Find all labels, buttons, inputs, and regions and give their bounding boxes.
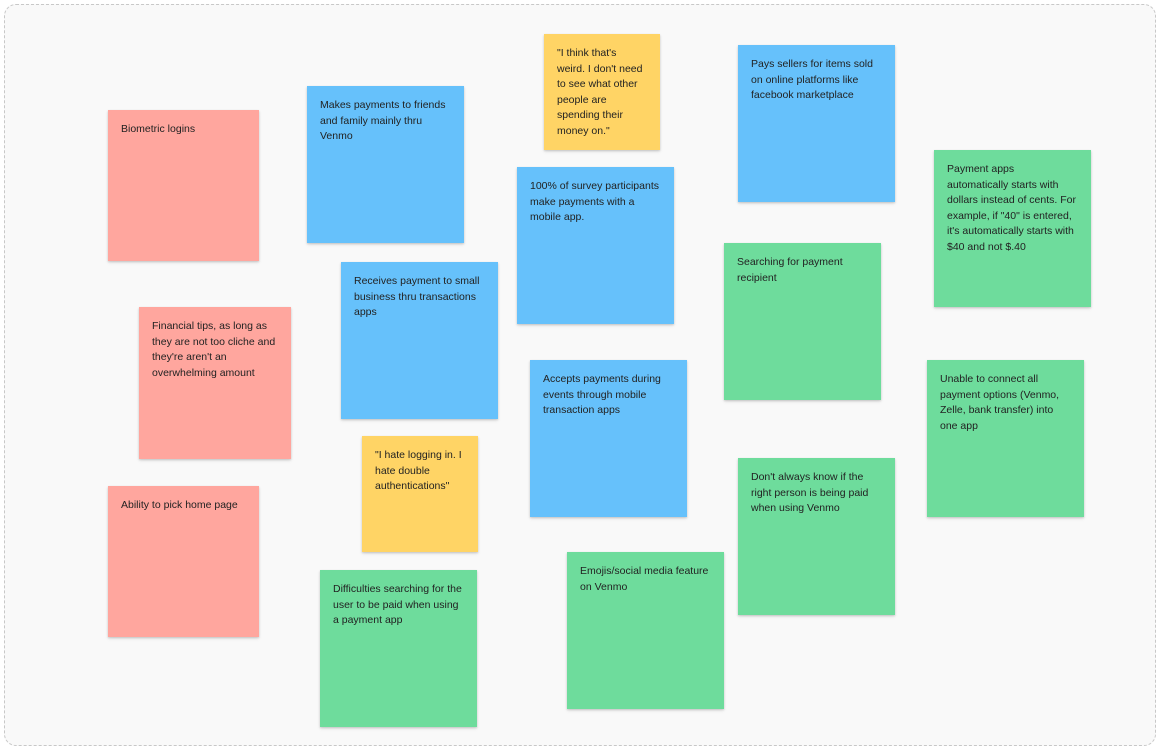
sticky-note-text: Difficulties searching for the user to b… <box>333 583 462 626</box>
sticky-note-text: Biometric logins <box>121 123 196 135</box>
sticky-note-searching-recipient[interactable]: Searching for payment recipient <box>724 243 881 400</box>
sticky-note-text: Searching for payment recipient <box>737 256 843 284</box>
sticky-note-text: Financial tips, as long as they are not … <box>152 320 276 379</box>
sticky-note-receives-small-business[interactable]: Receives payment to small business thru … <box>341 262 498 419</box>
sticky-note-text: "I think that's weird. I don't need to s… <box>557 47 643 137</box>
sticky-note-quote-logging[interactable]: "I hate logging in. I hate double authen… <box>362 436 478 552</box>
sticky-note-accepts-events[interactable]: Accepts payments during events through m… <box>530 360 687 517</box>
sticky-note-text: Receives payment to small business thru … <box>354 275 480 318</box>
sticky-note-text: Don't always know if the right person is… <box>751 471 869 514</box>
sticky-note-dollars-cents[interactable]: Payment apps automatically starts with d… <box>934 150 1091 307</box>
sticky-note-right-person[interactable]: Don't always know if the right person is… <box>738 458 895 615</box>
sticky-note-text: Ability to pick home page <box>121 499 238 511</box>
sticky-note-difficulties-searching[interactable]: Difficulties searching for the user to b… <box>320 570 477 727</box>
sticky-note-text: Unable to connect all payment options (V… <box>940 373 1060 432</box>
sticky-note-biometric-logins[interactable]: Biometric logins <box>108 110 259 261</box>
sticky-note-emojis-social[interactable]: Emojis/social media feature on Venmo <box>567 552 724 709</box>
sticky-note-text: Emojis/social media feature on Venmo <box>580 565 709 593</box>
sticky-note-pick-home-page[interactable]: Ability to pick home page <box>108 486 259 637</box>
sticky-note-financial-tips[interactable]: Financial tips, as long as they are not … <box>139 307 291 459</box>
sticky-note-text: "I hate logging in. I hate double authen… <box>375 449 462 492</box>
sticky-note-pays-sellers[interactable]: Pays sellers for items sold on online pl… <box>738 45 895 202</box>
sticky-note-survey-participants[interactable]: 100% of survey participants make payment… <box>517 167 674 324</box>
sticky-note-quote-weird[interactable]: "I think that's weird. I don't need to s… <box>544 34 660 150</box>
sticky-note-text: Accepts payments during events through m… <box>543 373 661 416</box>
sticky-note-unable-connect[interactable]: Unable to connect all payment options (V… <box>927 360 1084 517</box>
sticky-note-text: Makes payments to friends and family mai… <box>320 99 446 142</box>
sticky-note-payments-friends[interactable]: Makes payments to friends and family mai… <box>307 86 464 243</box>
sticky-note-text: 100% of survey participants make payment… <box>530 180 659 223</box>
sticky-note-text: Pays sellers for items sold on online pl… <box>751 58 873 101</box>
whiteboard-canvas[interactable]: Biometric logins Financial tips, as long… <box>4 4 1156 746</box>
sticky-note-text: Payment apps automatically starts with d… <box>947 163 1076 253</box>
